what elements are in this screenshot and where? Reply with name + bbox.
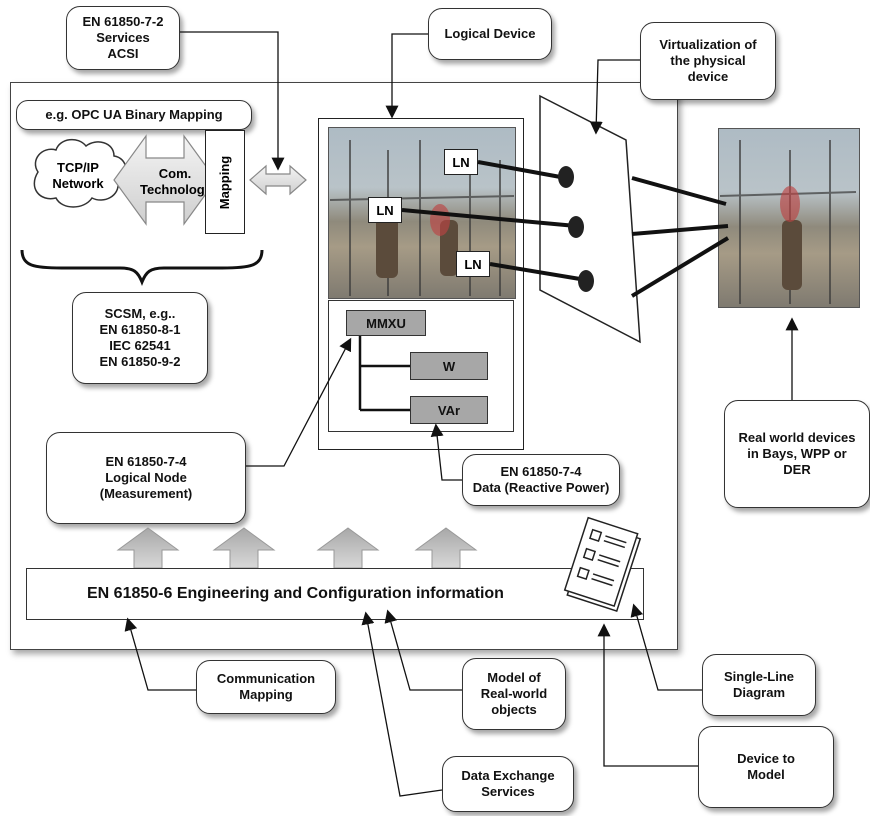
virtual-node-1 (558, 166, 574, 188)
leader-data-exchange (361, 611, 443, 797)
real-world-devices-callout: Real world devices in Bays, WPP or DER (724, 400, 870, 508)
logical-node-3: LN (456, 251, 490, 277)
mapping-box: Mapping (205, 130, 245, 234)
mmxu-box: MMXU (346, 310, 426, 336)
leader-communication-mapping (124, 617, 196, 691)
leader-virtualization (589, 59, 640, 135)
w-box: W (410, 352, 488, 380)
engineering-config-bar: EN 61850-6 Engineering and Configuration… (26, 568, 644, 620)
data-exchange-callout: Data Exchange Services (442, 756, 574, 812)
leader-single-line (630, 603, 702, 691)
virtual-node-2 (568, 216, 584, 238)
leader-logical-node (246, 337, 352, 467)
opc-mapping-callout: e.g. OPC UA Binary Mapping (16, 100, 252, 130)
scsm-callout: SCSM, e.g.. EN 61850-8-1 IEC 62541 EN 61… (72, 292, 208, 384)
tcpip-network-label: TCP/IP Network (52, 160, 104, 191)
acsi-callout: EN 61850-7-2 Services ACSI (66, 6, 180, 70)
single-line-diagram-callout: Single-Line Diagram (702, 654, 816, 716)
leader-device-to-model (597, 623, 698, 767)
communication-mapping-callout: Communication Mapping (196, 660, 336, 714)
logical-node-1: LN (444, 149, 478, 175)
leader-logical-device (385, 33, 428, 119)
small-double-arrow (249, 164, 307, 196)
logical-node-2: LN (368, 197, 402, 223)
logical-device-callout: Logical Device (428, 8, 552, 60)
com-technology-label: Com. Technology (140, 166, 212, 197)
model-real-world-callout: Model of Real-world objects (462, 658, 566, 730)
virtual-node-3 (578, 270, 594, 292)
data-reactive-power-callout: EN 61850-7-4 Data (Reactive Power) (462, 454, 620, 506)
device-to-model-callout: Device to Model (698, 726, 834, 808)
leader-acsi (180, 31, 285, 171)
virtualization-callout: Virtualization of the physical device (640, 22, 776, 100)
leader-data-reactive (430, 423, 462, 481)
leader-model-real-world (384, 609, 462, 691)
var-box: VAr (410, 396, 488, 424)
logical-node-callout: EN 61850-7-4 Logical Node (Measurement) (46, 432, 246, 524)
scsm-brace (20, 249, 264, 287)
engineering-config-label: EN 61850-6 Engineering and Configuration… (87, 585, 504, 602)
